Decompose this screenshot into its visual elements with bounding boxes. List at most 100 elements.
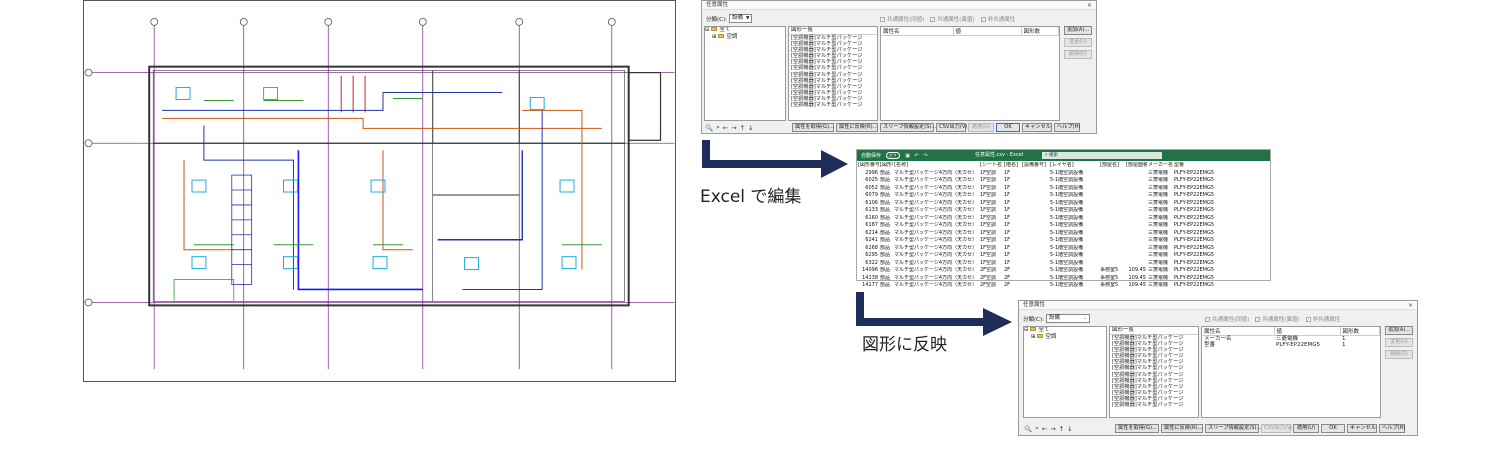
excel-cell[interactable] [1125,215,1147,223]
excel-cell[interactable]: マルチ型パッケージ4方向（天カセ） [894,192,978,198]
change-button[interactable]: 変更(U) [1064,38,1092,47]
excel-cell[interactable]: 三菱電機 [1148,244,1169,251]
excel-cell[interactable]: 事務室5 [1100,274,1119,281]
excel-cell[interactable] [1099,237,1125,245]
sleeve-settings-button[interactable]: スリーブ情報設定(S)... [880,123,936,132]
excel-cell[interactable]: PLFY-EP22EMG5 [1174,192,1215,198]
excel-header-cell[interactable]: [部屋面積] [1126,162,1147,168]
excel-cell[interactable]: 三菱電機 [1148,184,1169,191]
excel-cell[interactable]: 1F [1004,214,1011,221]
list-item[interactable]: [空調機器]マルチ型パッケージ [1112,335,1184,341]
excel-cell[interactable]: 事務室5 [1100,282,1119,288]
close-icon[interactable]: × [1086,2,1092,9]
excel-header-cell[interactable]: メーカー名 [1148,162,1173,168]
excel-cell[interactable]: 部品 [880,282,891,288]
excel-cell[interactable]: 三菱電機 [1148,259,1169,266]
excel-cell[interactable]: 2F空調 [980,282,997,288]
excel-cell[interactable]: 5-1階空調設備 [1050,267,1084,273]
shape-list[interactable]: 図形一覧 [空調機器]マルチ型パッケージ [空調機器]マルチ型パッケージ [空調… [788,26,878,121]
excel-header-cell[interactable]: [設備番号] [1022,162,1046,168]
excel-cell[interactable]: マルチ型パッケージ4方向（天カセ） [894,169,978,176]
excel-cell[interactable] [1021,275,1049,283]
excel-cell[interactable]: 5-1階空調設備 [1050,199,1084,206]
excel-cell[interactable]: PLFY-EP22EMG5 [1174,222,1215,228]
excel-cell[interactable] [1021,237,1049,245]
list-item[interactable]: [空調機器]マルチ型パッケージ [1112,353,1184,360]
category-tree[interactable]: ⊟ 全て ⊞ 空調 [1023,326,1107,418]
excel-cell[interactable]: 2F [1004,267,1011,273]
excel-cell[interactable] [1125,170,1147,178]
checkbox-common-same[interactable]: ✓共通属性(同値) [1205,316,1250,323]
excel-cell[interactable]: 1F [1004,177,1011,183]
excel-cell[interactable] [1099,207,1125,215]
search-icon[interactable]: 🔍 [1024,424,1033,433]
excel-cell[interactable]: マルチ型パッケージ4方向（天カセ） [894,199,978,206]
list-item[interactable]: [空調機器]マルチ型パッケージ [1112,347,1184,354]
help-button[interactable]: ヘルプ(H) [1054,123,1081,132]
excel-cell[interactable]: 5-1階空調設備 [1050,177,1084,183]
excel-cell[interactable]: 14096 [862,267,878,273]
excel-cell[interactable] [1021,177,1049,185]
excel-cell[interactable] [1125,177,1147,185]
excel-cell[interactable]: マルチ型パッケージ4方向（天カセ） [894,244,978,251]
list-item[interactable]: [空調機器]マルチ型パッケージ [791,95,863,102]
excel-cell[interactable]: 三菱電機 [1148,169,1169,176]
get-attributes-button[interactable]: 属性を取得(G)... [1115,424,1159,433]
excel-cell[interactable]: PLFY-EP22EMG5 [1174,177,1215,183]
add-button[interactable]: 追加(A)... [1064,26,1092,35]
checkbox-non-common[interactable]: ✓非共通属性 [980,16,1016,23]
excel-cell[interactable]: 14138 [862,274,878,281]
get-attributes-button[interactable]: 属性を取得(G)... [792,123,834,132]
excel-cell[interactable]: 6187 [865,222,878,228]
excel-cell[interactable] [1125,222,1147,230]
ok-button[interactable]: OK [996,123,1020,132]
excel-cell[interactable] [1125,200,1147,208]
cancel-button[interactable]: キャンセル [1347,424,1377,433]
excel-cell[interactable] [1021,245,1049,253]
excel-cell[interactable]: 1F空調 [980,244,997,251]
excel-cell[interactable]: 5-1階空調設備 [1050,214,1084,221]
excel-cell[interactable] [1099,252,1125,260]
excel-cell[interactable]: PLFY-EP22EMG5 [1174,207,1215,213]
excel-cell[interactable]: 1F空調 [980,259,997,266]
redo-icon[interactable]: ↷ [923,153,928,159]
excel-cell[interactable]: 部品 [880,184,891,191]
excel-cell[interactable]: 部品 [880,267,891,273]
excel-cell[interactable]: 1F [1004,222,1011,228]
list-item[interactable]: [空調機器]マルチ型パッケージ [1112,389,1184,396]
excel-cell[interactable]: PLFY-EP22EMG5 [1174,184,1215,191]
excel-cell[interactable]: 5-1階空調設備 [1050,169,1084,176]
list-item[interactable]: [空調機器]マルチ型パッケージ [1112,359,1184,366]
checkbox-common-same[interactable]: ✓共通属性(同値) [880,16,925,23]
excel-header-cell[interactable]: [シート名] [980,162,1003,168]
table-row[interactable]: 型番 PLFY-EP22EMG5 1 [1202,342,1380,348]
list-item[interactable]: [空調機器]マルチ型パッケージ [791,65,863,72]
tree-item-all[interactable]: ⊟ 全て [1024,327,1050,333]
excel-cell[interactable] [1099,200,1125,208]
close-icon[interactable]: × [1407,302,1413,309]
apply-button[interactable]: 適用(U) [968,123,994,132]
excel-cell[interactable]: 6214 [865,229,878,236]
excel-cell[interactable] [1021,200,1049,208]
excel-cell[interactable] [1021,207,1049,215]
search-box[interactable]: ⌕ 検索 [1042,152,1162,159]
tree-item-all[interactable]: ⊟ 全て [705,27,731,33]
list-item[interactable]: [空調機器]マルチ型パッケージ [791,47,863,54]
excel-cell[interactable]: 5-1階空調設備 [1050,282,1084,288]
excel-header-cell[interactable]: 型番 [1174,162,1185,168]
excel-cell[interactable] [1021,260,1049,268]
excel-header-cell[interactable]: [レイヤ名] [1050,162,1074,168]
excel-cell[interactable] [1125,192,1147,200]
excel-cell[interactable] [1125,245,1147,253]
excel-cell[interactable]: 6052 [865,184,878,191]
list-item[interactable]: [空調機器]マルチ型パッケージ [791,71,863,78]
excel-cell[interactable] [1021,215,1049,223]
header-attr-value[interactable]: 値 [953,27,1022,36]
